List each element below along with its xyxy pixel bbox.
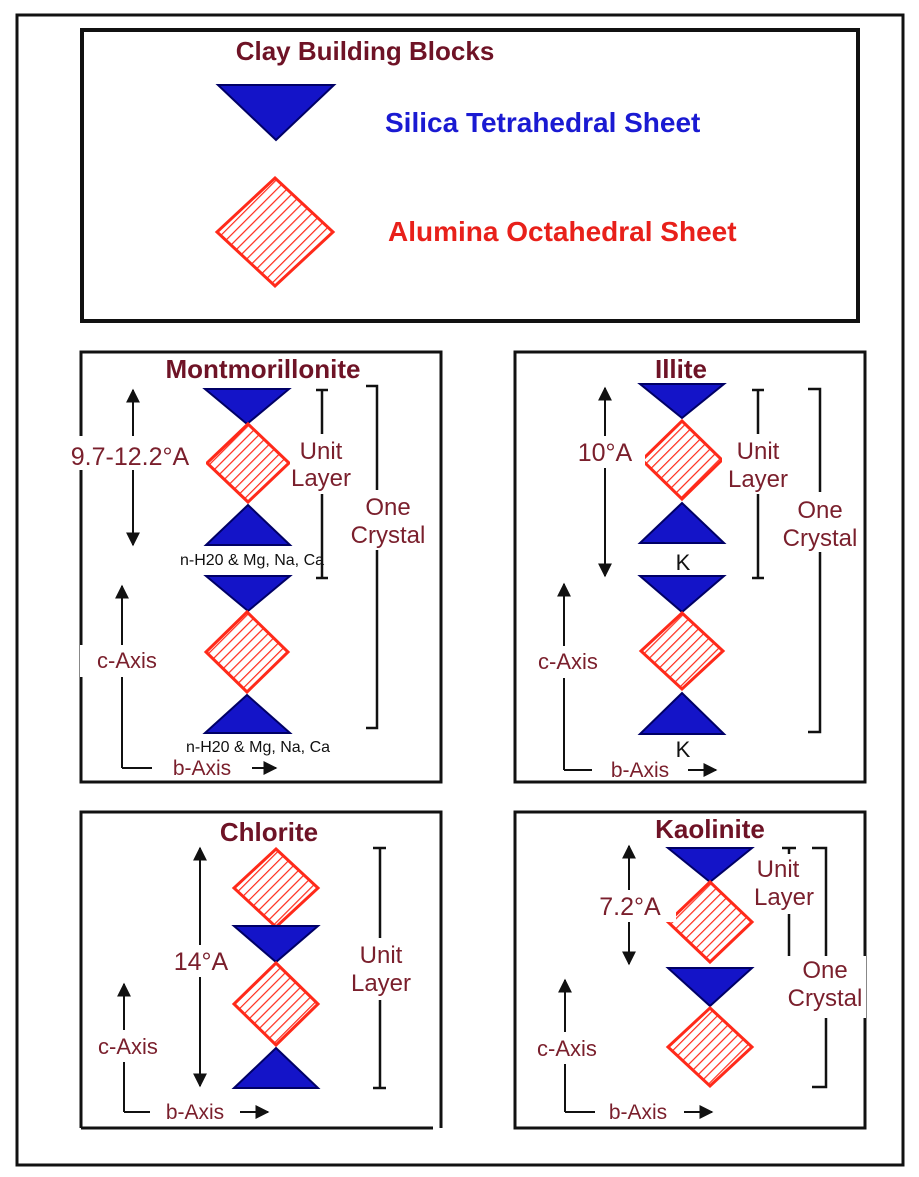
one-label: One	[802, 957, 847, 984]
illite-panel: Illite K K 10°A Unit Layer One Crystal c…	[513, 350, 867, 784]
octahedral-sheet	[231, 960, 321, 1048]
silica-tetrahedron-icon	[215, 84, 337, 142]
tetrahedral-sheet	[202, 693, 293, 734]
legend-box	[80, 28, 860, 323]
layer-label: Layer	[728, 466, 788, 493]
octahedral-sheet	[639, 418, 725, 502]
tetrahedral-sheet	[203, 503, 293, 546]
tetrahedral-sheet	[203, 575, 293, 613]
c-axis-label: c-Axis	[98, 1034, 158, 1059]
montmorillonite-panel: Montmorillonite 9.7-12.2°A Unit Layer On…	[56, 350, 443, 784]
tetrahedral-sheet	[637, 575, 727, 614]
interlayer-label: n-H20 & Mg, Na, Ca	[180, 552, 324, 569]
tetrahedral-sheet	[231, 925, 321, 964]
panel-box	[79, 350, 443, 784]
spacing-label: 10°A	[578, 439, 633, 467]
crystal-label: Crystal	[783, 525, 858, 552]
k-ion-label: K	[676, 737, 691, 762]
unit-label: Unit	[757, 856, 800, 883]
b-axis-label: b-Axis	[166, 1101, 224, 1124]
b-axis-label: b-Axis	[611, 759, 669, 782]
legend-panel: Clay Building Blocks Silica Tetrahedral …	[80, 28, 860, 323]
alumina-octahedron-icon	[214, 175, 336, 289]
kaolinite-panel: Kaolinite 7.2°A Unit Layer One Crystal c…	[513, 810, 867, 1130]
one-crystal-bracket	[366, 384, 379, 730]
unit-label: Unit	[300, 438, 343, 465]
tetrahedral-sheet	[665, 847, 755, 884]
spacing-label: 7.2°A	[599, 893, 661, 921]
layer-label: Layer	[754, 884, 814, 911]
alumina-label: Alumina Octahedral Sheet	[388, 216, 737, 247]
spacing-label: 9.7-12.2°A	[71, 443, 190, 471]
tetrahedral-sheet	[665, 967, 755, 1008]
c-axis-label: c-Axis	[97, 648, 157, 673]
panel-box	[79, 810, 443, 1130]
octahedral-sheet	[231, 846, 321, 930]
panel-title: Chlorite	[220, 817, 318, 847]
spacing-label: 14°A	[174, 948, 229, 976]
c-axis-label: c-Axis	[538, 649, 598, 674]
panel-title: Montmorillonite	[166, 354, 361, 384]
b-axis-label: b-Axis	[173, 757, 231, 780]
tetrahedral-sheet	[637, 501, 727, 544]
one-crystal-bracket	[808, 387, 822, 734]
unit-label: Unit	[737, 438, 780, 465]
octahedral-sheet	[204, 421, 292, 505]
one-label: One	[797, 497, 842, 524]
octahedral-sheet	[638, 610, 726, 692]
interlayer-label: n-H20 & Mg, Na, Ca	[186, 739, 330, 756]
one-label: One	[365, 494, 410, 521]
panel-title: Illite	[655, 354, 707, 384]
panel-title: Kaolinite	[655, 814, 765, 844]
tetrahedral-sheet	[231, 1046, 321, 1089]
octahedral-sheet	[665, 879, 755, 965]
k-ion-label: K	[676, 550, 691, 575]
silica-label: Silica Tetrahedral Sheet	[385, 107, 700, 138]
tetrahedral-sheet	[202, 388, 292, 426]
panel-box	[513, 350, 867, 784]
octahedral-sheet	[665, 1005, 755, 1089]
b-axis-label: b-Axis	[609, 1101, 667, 1124]
octahedral-sheet	[203, 609, 291, 695]
chlorite-panel: Chlorite 14°A Unit Layer c-Axis b-Axis	[79, 810, 443, 1130]
tetrahedral-sheet	[637, 691, 727, 735]
tetrahedral-sheet	[637, 383, 727, 420]
c-axis-label: c-Axis	[537, 1036, 597, 1061]
layer-label: Layer	[291, 465, 351, 492]
legend-title: Clay Building Blocks	[236, 36, 495, 66]
unit-label: Unit	[360, 942, 403, 969]
layer-label: Layer	[351, 970, 411, 997]
crystal-label: Crystal	[351, 522, 426, 549]
outer-frame	[15, 13, 905, 1167]
crystal-label: Crystal	[788, 985, 863, 1012]
